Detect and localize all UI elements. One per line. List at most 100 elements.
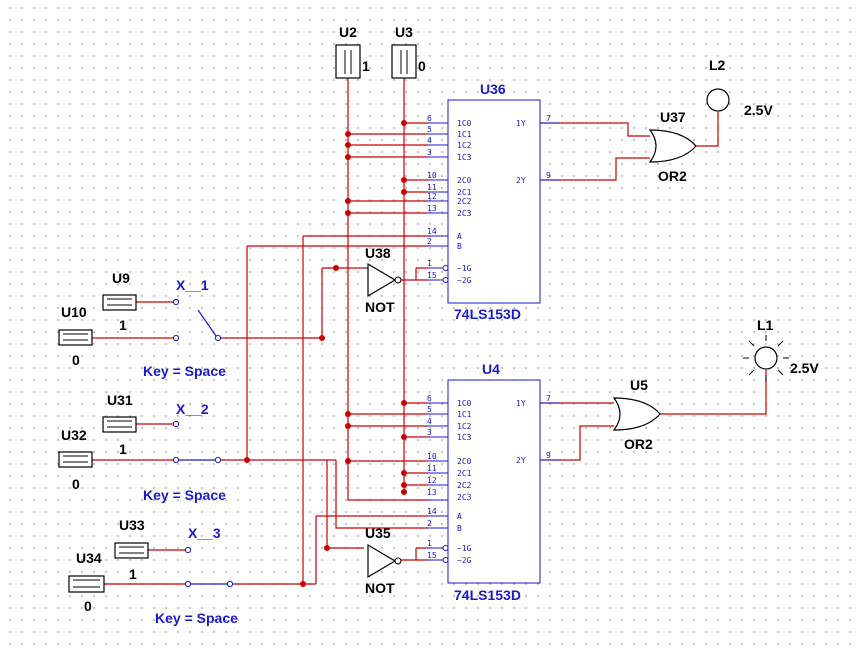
or-gate-u37[interactable]: U37 OR2 bbox=[648, 109, 697, 184]
u9-ref: U9 bbox=[112, 270, 130, 286]
svg-text:3: 3 bbox=[427, 428, 432, 437]
source-u10[interactable]: U10 0 bbox=[58, 304, 93, 368]
svg-text:1: 1 bbox=[427, 539, 432, 548]
u5-part: OR2 bbox=[624, 436, 653, 452]
u4-part: 74LS153D bbox=[454, 587, 521, 603]
source-u33[interactable]: U33 1 bbox=[114, 517, 149, 582]
svg-text:1C3: 1C3 bbox=[457, 433, 472, 442]
svg-text:3: 3 bbox=[427, 148, 432, 157]
switch-x3[interactable]: X__3 Key = Space bbox=[155, 525, 238, 626]
u5-ref: U5 bbox=[630, 377, 648, 393]
u31-ref: U31 bbox=[107, 392, 133, 408]
svg-text:2C0: 2C0 bbox=[457, 176, 472, 185]
svg-text:6: 6 bbox=[427, 394, 432, 403]
or-gate-u5[interactable]: U5 OR2 bbox=[612, 377, 661, 452]
u38-ref: U38 bbox=[365, 245, 391, 261]
u38-part: NOT bbox=[365, 299, 395, 315]
u2-ref: U2 bbox=[339, 24, 357, 40]
u10-value: 0 bbox=[72, 352, 80, 368]
switch-x2[interactable]: X__2 Key = Space bbox=[143, 401, 226, 503]
lamp-l1-rays bbox=[743, 335, 789, 381]
svg-text:9: 9 bbox=[546, 451, 551, 460]
svg-text:2Y: 2Y bbox=[516, 456, 526, 465]
svg-text:1C2: 1C2 bbox=[457, 141, 472, 150]
x1-key: Key = Space bbox=[143, 363, 226, 379]
svg-text:4: 4 bbox=[427, 136, 432, 145]
svg-text:2: 2 bbox=[427, 519, 432, 528]
mux-u36[interactable]: 6 1C0 5 1C1 4 1C2 3 1C3 10 2C0 11 2C1 12… bbox=[427, 81, 560, 322]
source-u31[interactable]: U31 1 bbox=[102, 392, 137, 457]
source-u9[interactable]: U9 1 bbox=[102, 270, 137, 333]
svg-text:11: 11 bbox=[427, 183, 437, 192]
svg-text:~2G: ~2G bbox=[457, 556, 472, 565]
not-gate-u38[interactable]: U38 NOT bbox=[364, 245, 402, 315]
svg-text:7: 7 bbox=[546, 394, 551, 403]
svg-text:1Y: 1Y bbox=[516, 399, 526, 408]
svg-text:4: 4 bbox=[427, 417, 432, 426]
svg-text:5: 5 bbox=[427, 405, 432, 414]
x2-ref: X__2 bbox=[176, 401, 209, 417]
u32-value: 0 bbox=[72, 476, 80, 492]
l2-value: 2.5V bbox=[744, 102, 773, 118]
source-u34[interactable]: U34 0 bbox=[68, 550, 105, 614]
svg-text:~1G: ~1G bbox=[457, 544, 472, 553]
svg-text:7: 7 bbox=[546, 114, 551, 123]
svg-text:1C0: 1C0 bbox=[457, 399, 472, 408]
l1-value: 2.5V bbox=[790, 360, 819, 376]
svg-text:A: A bbox=[457, 512, 462, 521]
svg-text:5: 5 bbox=[427, 125, 432, 134]
source-u2[interactable]: U2 1 bbox=[335, 24, 370, 79]
x3-key: Key = Space bbox=[155, 610, 238, 626]
svg-text:2Y: 2Y bbox=[516, 176, 526, 185]
svg-text:2C2: 2C2 bbox=[457, 481, 472, 490]
svg-text:A: A bbox=[457, 232, 462, 241]
svg-text:13: 13 bbox=[427, 204, 437, 213]
svg-text:B: B bbox=[457, 524, 462, 533]
svg-text:1C1: 1C1 bbox=[457, 130, 472, 139]
svg-text:1C1: 1C1 bbox=[457, 410, 472, 419]
lamp-l2[interactable]: L2 2.5V bbox=[706, 57, 773, 118]
svg-text:6: 6 bbox=[427, 114, 432, 123]
svg-text:9: 9 bbox=[546, 171, 551, 180]
u4-ref: U4 bbox=[482, 361, 500, 377]
u10-ref: U10 bbox=[61, 304, 87, 320]
svg-text:10: 10 bbox=[427, 171, 437, 180]
svg-text:13: 13 bbox=[427, 488, 437, 497]
svg-text:2C1: 2C1 bbox=[457, 469, 472, 478]
u33-value: 1 bbox=[129, 566, 137, 582]
lamp-l1[interactable]: L1 2.5V bbox=[743, 317, 819, 381]
svg-text:12: 12 bbox=[427, 476, 437, 485]
u34-ref: U34 bbox=[76, 550, 102, 566]
u37-ref: U37 bbox=[660, 109, 686, 125]
not-gate-u35[interactable]: U35 NOT bbox=[365, 525, 402, 596]
x1-ref: X__1 bbox=[176, 277, 209, 293]
u36-pin-labels: 6 1C0 5 1C1 4 1C2 3 1C3 10 2C0 11 2C1 12… bbox=[427, 114, 551, 285]
u35-part: NOT bbox=[365, 580, 395, 596]
u3-ref: U3 bbox=[395, 24, 413, 40]
mux-u4[interactable]: 6 1C0 5 1C1 4 1C2 3 1C3 10 2C0 11 2C1 12… bbox=[427, 361, 560, 603]
u36-pin-stubs bbox=[428, 122, 560, 283]
svg-text:~2G: ~2G bbox=[457, 276, 472, 285]
svg-text:10: 10 bbox=[427, 452, 437, 461]
u9-value: 1 bbox=[119, 317, 127, 333]
u37-part: OR2 bbox=[658, 168, 687, 184]
svg-text:15: 15 bbox=[427, 271, 437, 280]
u33-ref: U33 bbox=[119, 517, 145, 533]
svg-text:2C1: 2C1 bbox=[457, 188, 472, 197]
u36-part: 74LS153D bbox=[454, 306, 521, 322]
u4-pin-stubs bbox=[428, 402, 560, 563]
u34-value: 0 bbox=[84, 598, 92, 614]
svg-text:2C2: 2C2 bbox=[457, 197, 472, 206]
l2-ref: L2 bbox=[709, 57, 726, 73]
source-u32[interactable]: U32 0 bbox=[58, 427, 93, 492]
svg-text:11: 11 bbox=[427, 464, 437, 473]
svg-text:12: 12 bbox=[427, 192, 437, 201]
junctions bbox=[244, 120, 407, 587]
svg-text:14: 14 bbox=[427, 227, 437, 236]
svg-text:1C0: 1C0 bbox=[457, 119, 472, 128]
u32-ref: U32 bbox=[61, 427, 87, 443]
svg-text:2C3: 2C3 bbox=[457, 209, 472, 218]
switch-x1[interactable]: X__1 Key = Space bbox=[143, 277, 226, 379]
source-u3[interactable]: U3 0 bbox=[391, 24, 426, 79]
